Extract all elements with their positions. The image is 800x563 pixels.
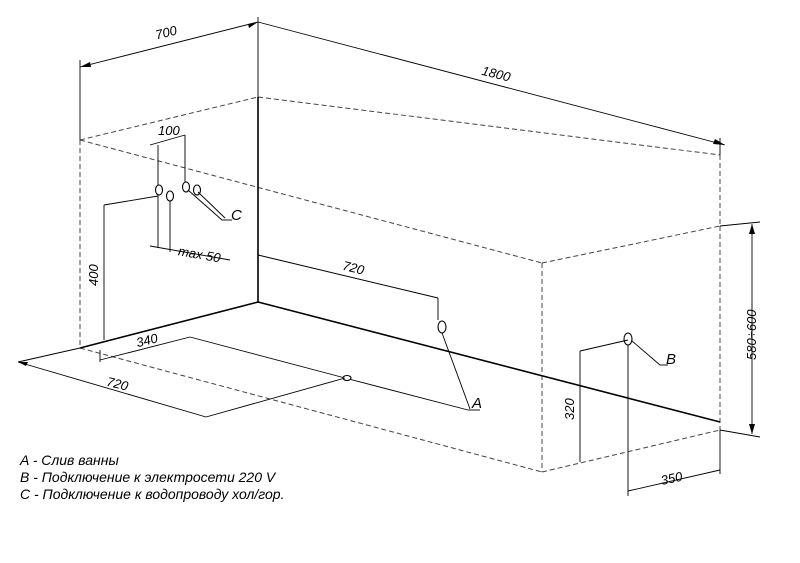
legend: A - Слив ванны B - Подключение к электро… — [20, 452, 284, 503]
dimension-drain-side-label: 340 — [135, 330, 160, 350]
callout-drain: A — [344, 332, 482, 412]
callout-drain-letter: A — [471, 395, 482, 412]
water-inlets: 100 max 50 — [149, 123, 231, 266]
dimension-length-label: 1800 — [480, 63, 512, 85]
drain-back-dimension: 720 — [341, 258, 447, 334]
tub-front-panel — [79, 226, 721, 473]
dimension-inlet-offset-label: max 50 — [177, 243, 222, 265]
dimension-height: 580÷600 — [719, 221, 761, 438]
dimension-power-height-label: 320 — [562, 398, 577, 420]
water-inlet-cold-icon — [154, 184, 164, 196]
dimension-width: 700 — [79, 17, 259, 140]
dimension-inlet-spacing-label: 100 — [158, 123, 180, 138]
legend-item-drain: A - Слив ванны — [20, 452, 119, 468]
dimension-power-offset-label: 350 — [659, 469, 684, 488]
water-inlet-hot-icon — [181, 181, 191, 193]
water-inlet-side2-icon — [165, 190, 175, 202]
power-outlet-icon — [623, 332, 633, 346]
dimension-length: 1800 — [257, 21, 726, 155]
dimension-height-label: 580÷600 — [744, 309, 759, 360]
room-corner-lines — [79, 97, 721, 423]
dimension-drain-front-label: 720 — [105, 374, 130, 394]
callout-water-letter: C — [231, 207, 242, 224]
callout-water: C — [187, 189, 242, 224]
callout-power-letter: B — [666, 351, 676, 368]
dimension-inlet-height-label: 400 — [86, 264, 101, 286]
legend-item-water: C - Подключение к водопроводу хол/гор. — [20, 486, 285, 502]
legend-item-power: B - Подключение к электросети 220 V — [20, 469, 276, 485]
dimension-width-label: 700 — [154, 22, 179, 42]
dimension-drain-back-label: 720 — [341, 258, 366, 278]
drain-icon — [437, 320, 447, 334]
drain-front-dimensions: 340 720 — [17, 330, 352, 418]
drain-front-icon — [342, 374, 352, 382]
tub-top-outline — [79, 96, 721, 348]
dimension-inlet-height: 400 — [86, 195, 159, 340]
power-connection: 320 350 — [562, 332, 721, 496]
callout-power: B — [631, 340, 676, 368]
